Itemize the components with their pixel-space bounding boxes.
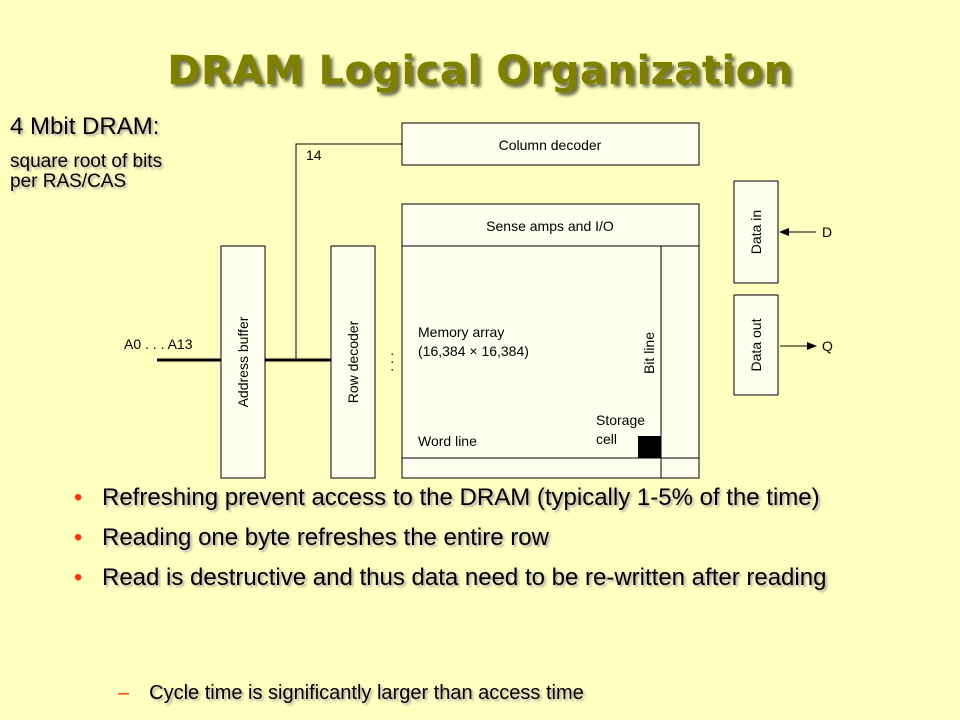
slide-subtitle: 4 Mbit DRAM: <box>10 113 160 140</box>
bit-line-label: Bit line <box>641 332 657 374</box>
bullet-marker-icon: • <box>74 524 83 551</box>
bus-width-label: 14 <box>306 147 322 163</box>
storage-cell-label-2: cell <box>596 431 617 447</box>
row-decoder-label: Row decoder <box>345 320 361 403</box>
bullet-marker-icon: • <box>74 564 83 591</box>
bullet-item: • Refreshing prevent access to the DRAM (… <box>64 484 864 512</box>
data-out-label: Data out <box>748 318 764 371</box>
bullet-list: • Refreshing prevent access to the DRAM (… <box>64 484 864 604</box>
address-buffer-label: Address buffer <box>235 316 251 407</box>
memory-array-label-2: (16,384 × 16,384) <box>418 343 529 359</box>
bullet-item: • Read is destructive and thus data need … <box>64 564 864 592</box>
subnote-line-1: square root of bits <box>10 151 163 172</box>
memory-array-label-1: Memory array <box>418 324 504 340</box>
bullet-text: Reading one byte refreshes the entire ro… <box>102 524 549 551</box>
slide-subnote: square root of bits per RAS/CAS <box>10 152 240 192</box>
sub-bullet-item: –Cycle time is significantly larger than… <box>118 680 584 706</box>
word-line-label: Word line <box>418 433 477 449</box>
bullet-text: Refreshing prevent access to the DRAM (t… <box>102 484 820 511</box>
data-in-signal: D <box>822 224 832 240</box>
data-in-label: Data in <box>748 210 764 254</box>
bullet-text: Read is destructive and thus data need t… <box>102 564 827 591</box>
sense-amps-label: Sense amps and I/O <box>486 218 614 234</box>
address-buffer-box <box>220 245 266 479</box>
sense-amps-box <box>401 203 700 247</box>
slide-title: DRAM Logical Organization <box>167 48 793 94</box>
subnote-line-2: per RAS/CAS <box>10 171 127 192</box>
dash-marker-icon: – <box>118 682 130 704</box>
storage-cell <box>638 436 661 458</box>
storage-cell-label-1: Storage <box>596 412 645 428</box>
data-out-box <box>733 294 779 396</box>
column-address-line <box>295 143 402 360</box>
data-out-signal: Q <box>822 338 833 354</box>
data-in-box <box>733 180 779 284</box>
sub-bullet-text: Cycle time is significantly larger than … <box>149 682 584 704</box>
row-decoder-box <box>330 245 376 479</box>
column-decoder-label: Column decoder <box>499 137 602 153</box>
bullet-item: • Reading one byte refreshes the entire r… <box>64 524 864 552</box>
row-ellipsis: . . . <box>380 352 396 371</box>
bullet-marker-icon: • <box>74 484 83 511</box>
address-input-label: A0 . . . A13 <box>124 336 193 352</box>
